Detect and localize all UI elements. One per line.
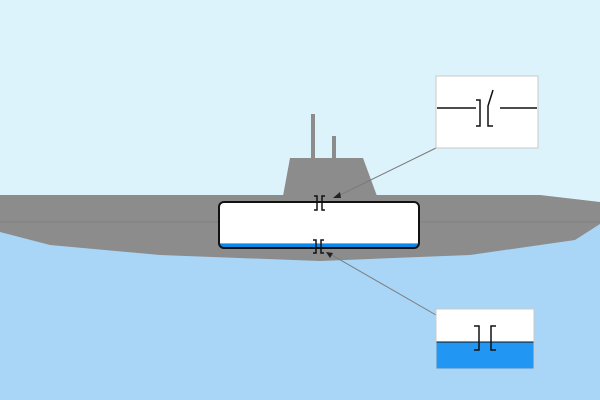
leader-arrowhead-top [333, 192, 341, 198]
open-valve-symbol-icon [437, 89, 537, 127]
capacitor-valve-icon [313, 239, 324, 254]
ballast-tank-water [219, 243, 419, 248]
callout-bottom-water [436, 342, 534, 369]
ballast-tank-body [219, 202, 419, 248]
callout-top-panel [435, 75, 539, 149]
leader-line-top [333, 147, 437, 198]
ballast-tank [218, 201, 420, 249]
periscope-mast-tall [311, 114, 315, 160]
upper-valve [314, 195, 325, 211]
conning-tower [283, 158, 377, 196]
periscope-mast-short [332, 136, 336, 160]
capacitor-valve-icon [314, 195, 325, 211]
leader-arrowhead-bottom [326, 252, 333, 258]
callout-bottom-panel [435, 308, 535, 370]
lower-valve [313, 239, 324, 254]
closed-valve-symbol-icon [474, 325, 496, 351]
leader-line-bottom [326, 252, 437, 316]
ballast-tank-outline [218, 201, 420, 249]
